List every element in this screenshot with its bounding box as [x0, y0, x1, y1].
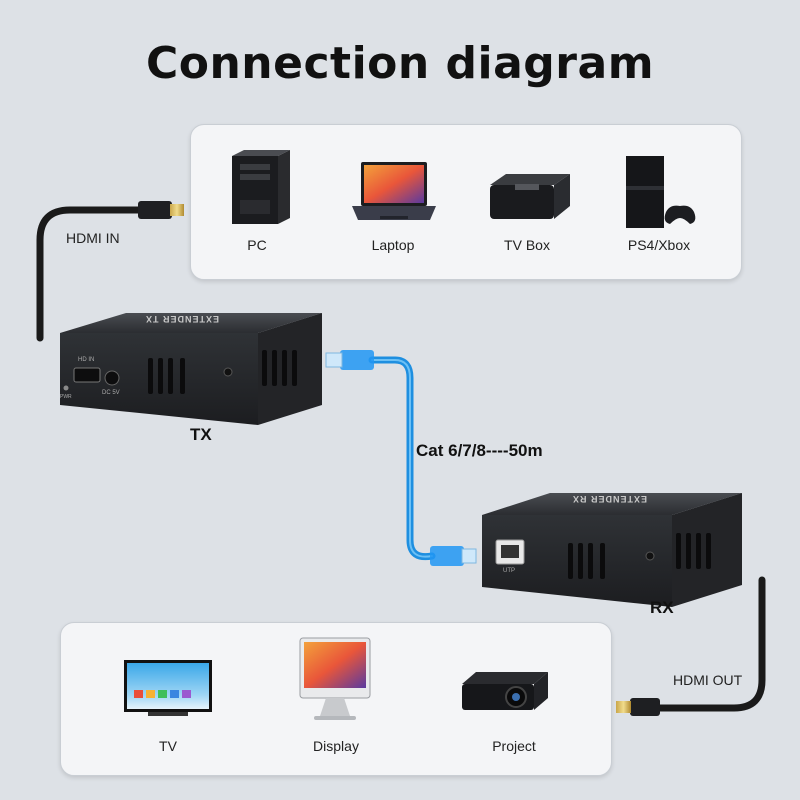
- tx-front-text: EXTENDER TX: [145, 314, 220, 324]
- game-console-icon: [626, 156, 696, 228]
- tx-label: TX: [190, 425, 212, 444]
- rx-extender-unit: [482, 493, 742, 607]
- tv-icon: [124, 660, 212, 716]
- hdmi-out-label: HDMI OUT: [673, 672, 743, 688]
- hdmi-in-cable: [36, 201, 184, 342]
- rx-front-text: EXTENDER RX: [572, 494, 648, 504]
- display-icon: [299, 637, 371, 720]
- tx-extender-unit: [60, 313, 322, 425]
- tx-port-label-pwr: PWR: [60, 394, 72, 400]
- rx-port-label-utp: UTP: [503, 568, 515, 574]
- tx-port-label-dc: DC 5V: [102, 390, 120, 396]
- source-label-tv-box: TV Box: [504, 237, 550, 253]
- tx-port-label-hdin: HD IN: [78, 357, 95, 363]
- cable-length-label: Cat 6/7/8----50m: [416, 441, 543, 460]
- pc-tower-icon: [232, 150, 290, 224]
- hdmi-in-label: HDMI IN: [66, 230, 120, 246]
- laptop-icon: [352, 162, 436, 220]
- tv-box-icon: [490, 174, 570, 219]
- source-label-pc: PC: [247, 237, 267, 253]
- output-label-display: Display: [313, 738, 359, 754]
- rx-label: RX: [650, 598, 674, 617]
- source-label-laptop: Laptop: [371, 237, 415, 253]
- hdmi-out-cable: [616, 576, 766, 716]
- output-label-tv: TV: [159, 738, 177, 754]
- projector-icon: [462, 672, 548, 710]
- page-title: Connection diagram: [145, 38, 655, 89]
- output-label-project: Project: [492, 738, 536, 754]
- network-cable: [325, 350, 477, 566]
- source-label-ps4-xbox: PS4/Xbox: [627, 237, 691, 253]
